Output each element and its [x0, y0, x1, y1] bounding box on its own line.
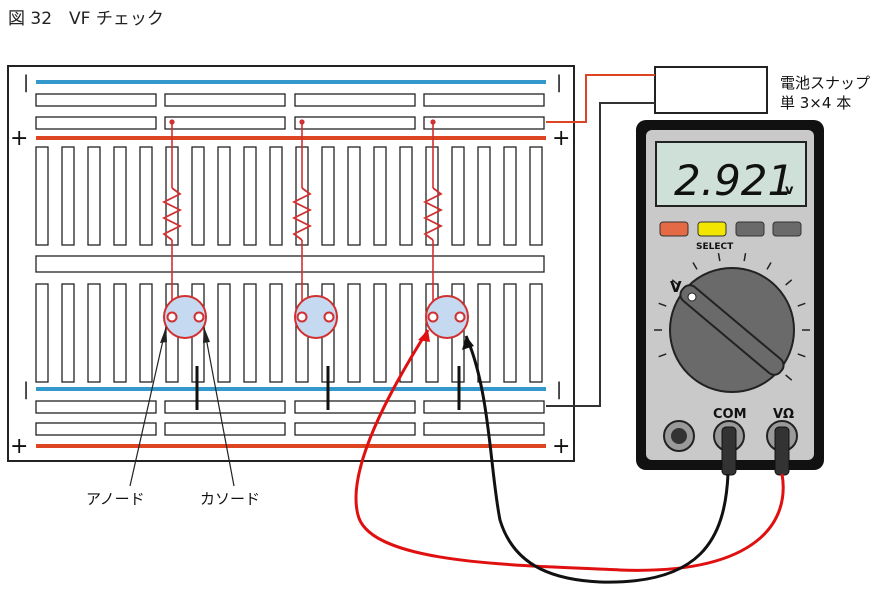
anode-callout-line: [129, 326, 167, 487]
black-probe-plug: [721, 426, 737, 476]
terminal-strip: [373, 146, 387, 246]
top-left-plus: +: [10, 126, 28, 151]
terminal-strip: [243, 146, 257, 246]
terminal-strip: [87, 283, 101, 383]
led-circuit-3: [422, 119, 469, 339]
terminal-strip: [321, 146, 335, 246]
terminal-strip: [347, 283, 361, 383]
battery-black-wire: [546, 102, 655, 407]
top-right-plus: +: [552, 126, 570, 151]
upper-terminal-strips: [35, 146, 543, 246]
terminal-strip: [139, 283, 153, 383]
terminal-strip: [477, 146, 491, 246]
figure-title: 図 32 VF チェック: [8, 9, 164, 29]
terminal-strip: [477, 283, 491, 383]
top-left-minus: |: [23, 72, 29, 93]
bottom-left-plus: +: [10, 434, 28, 459]
lcd-display: [655, 141, 807, 207]
cathode-jumpers: [195, 366, 461, 410]
resistor-1: [161, 187, 183, 241]
top-right-minus: |: [556, 72, 562, 93]
terminal-strip: [191, 146, 205, 246]
terminal-strip: [503, 283, 517, 383]
dial-ticks: [654, 253, 810, 381]
terminal-strip: [243, 283, 257, 383]
battery-red-wire: [546, 74, 655, 123]
led-2: [294, 295, 338, 339]
dial-pointer-dot: [687, 292, 697, 302]
terminal-strip: [113, 283, 127, 383]
terminal-strip: [399, 283, 413, 383]
terminal-strip: [217, 283, 231, 383]
dial-tick: [717, 253, 721, 262]
resistor-3: [422, 187, 444, 241]
resistor-2: [291, 187, 313, 241]
black-probe-lead: [464, 335, 730, 584]
cathode-callout-line: [203, 326, 235, 487]
terminal-strip: [87, 146, 101, 246]
orange-button[interactable]: [659, 221, 689, 237]
dial-tick: [671, 279, 679, 286]
dial-tick: [785, 374, 793, 381]
dial-tick: [658, 302, 667, 307]
dial-tick: [766, 262, 772, 270]
led-1: [163, 295, 207, 339]
terminal-strip: [373, 283, 387, 383]
dial-tick: [797, 302, 806, 307]
terminal-strip: [61, 283, 75, 383]
cathode-label: カソード: [200, 490, 260, 508]
vohm-label: VΩ: [773, 407, 794, 422]
select-button[interactable]: [697, 221, 727, 237]
led-3: [425, 295, 469, 339]
terminal-strip: [139, 146, 153, 246]
dial-v-label: V: [670, 278, 682, 296]
com-label: COM: [713, 407, 747, 422]
terminal-strip: [113, 146, 127, 246]
dial-tick: [658, 353, 667, 358]
terminal-strip: [503, 146, 517, 246]
terminal-strip: [35, 146, 49, 246]
led-circuit-1: [161, 119, 207, 339]
red-probe-lead: [354, 329, 785, 572]
terminal-strip: [269, 146, 283, 246]
dial-tick: [797, 353, 806, 358]
lcd-unit: v: [785, 183, 794, 198]
gray-button-1[interactable]: [735, 221, 765, 237]
bottom-left-minus: |: [23, 379, 29, 400]
battery-label-line1: 電池スナップ: [780, 74, 870, 92]
red-probe-plug: [774, 426, 790, 476]
terminal-strip: [35, 283, 49, 383]
terminal-strip: [61, 146, 75, 246]
battery-snap-box: [654, 66, 768, 114]
terminal-strip: [269, 283, 283, 383]
lcd-reading: 2.921: [674, 156, 794, 205]
terminal-strip: [529, 283, 543, 383]
battery-label-line2: 単 3×4 本: [780, 94, 851, 112]
select-label: SELECT: [696, 242, 734, 252]
terminal-strip: [347, 146, 361, 246]
dial-tick: [785, 279, 793, 286]
black-probe-tip: [462, 336, 474, 350]
terminal-strip: [451, 146, 465, 246]
anode-label: アノード: [86, 490, 145, 508]
terminal-strip: [399, 146, 413, 246]
dial-tick: [743, 253, 747, 262]
terminal-strip: [217, 146, 231, 246]
dial-knob-bar[interactable]: [677, 282, 787, 378]
bottom-right-minus: |: [556, 379, 562, 400]
red-probe-tip: [418, 330, 430, 342]
top-power-rows: [35, 93, 545, 130]
dial-tick: [692, 262, 698, 270]
center-divider: [35, 255, 545, 273]
bottom-right-plus: +: [552, 434, 570, 459]
gray-button-2[interactable]: [772, 221, 802, 237]
bottom-power-rows: [35, 400, 545, 436]
led-circuit-2: [291, 119, 338, 339]
terminal-strip: [529, 146, 543, 246]
multimeter: 2.921 v SELECT V COM VΩ: [636, 120, 824, 476]
